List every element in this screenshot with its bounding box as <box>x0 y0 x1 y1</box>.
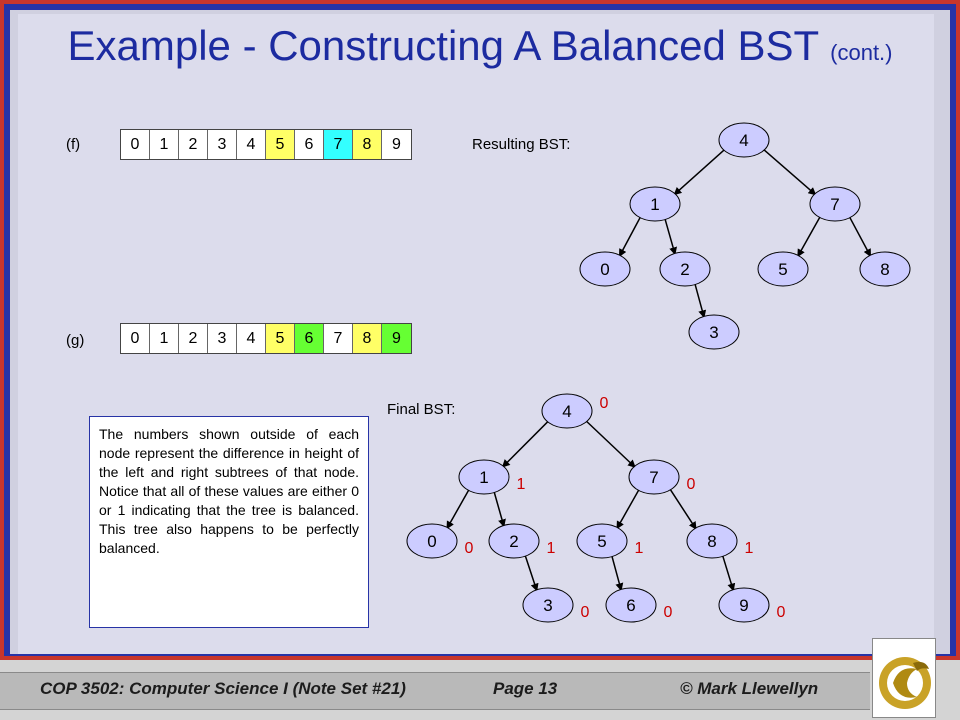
tree2-node: 6 <box>605 587 657 623</box>
tree1-node: 3 <box>688 314 740 350</box>
tree1-node-label: 0 <box>600 260 609 279</box>
pegasus-logo-icon <box>879 657 931 709</box>
tree2-node-label: 1 <box>479 468 488 487</box>
tree1-node: 1 <box>629 186 681 222</box>
tree1-node-label: 7 <box>830 195 839 214</box>
array-f-cell: 5 <box>266 130 295 159</box>
array-f: 0 1 2 3 4 5 6 7 8 9 <box>120 129 412 160</box>
array-f-cell: 7 <box>324 130 353 159</box>
tree2-node: 3 <box>522 587 574 623</box>
tree1-edge <box>664 218 677 256</box>
array-g-cell: 8 <box>353 324 382 353</box>
footer-bar <box>0 672 870 710</box>
tree2-node: 0 <box>406 523 458 559</box>
tree2-edge <box>524 555 539 592</box>
tree2-node: 1 <box>458 459 510 495</box>
tree2-node: 9 <box>718 587 770 623</box>
title-main: Example - Constructing A Balanced BST <box>67 22 819 69</box>
array-g-cell: 5 <box>266 324 295 353</box>
tree1-edge <box>762 148 817 196</box>
array-g-label: (g) <box>66 332 85 349</box>
tree2-node: 7 <box>628 459 680 495</box>
array-g-cell: 0 <box>121 324 150 353</box>
array-f-cell: 6 <box>295 130 324 159</box>
tree1-node: 0 <box>579 251 631 287</box>
array-g-cell: 3 <box>208 324 237 353</box>
array-g-cell: 6 <box>295 324 324 353</box>
balance-factor-label: 0 <box>664 604 673 621</box>
array-f-cell: 2 <box>179 130 208 159</box>
footer-page: Page 13 <box>493 679 558 698</box>
resulting-bst-caption: Resulting BST: <box>472 136 571 153</box>
tree2-edge <box>721 555 736 592</box>
array-f-cell: 1 <box>150 130 179 159</box>
tree1-node-label: 2 <box>680 260 689 279</box>
balance-factor-label: 1 <box>547 540 556 557</box>
explanation-note: The numbers shown outside of each node r… <box>89 416 369 628</box>
array-g-cell: 1 <box>150 324 179 353</box>
array-g-cell: 7 <box>324 324 353 353</box>
balance-factor-label: 0 <box>687 476 696 493</box>
tree1-node-label: 4 <box>739 131 748 150</box>
tree2-node: 4 <box>541 393 593 429</box>
tree2-edge <box>446 489 470 530</box>
tree1-node-label: 1 <box>650 195 659 214</box>
tree1-edge <box>797 216 821 258</box>
tree2-edge <box>616 489 640 530</box>
array-f-cell: 8 <box>353 130 382 159</box>
tree2-node-label: 7 <box>649 468 658 487</box>
array-f-label: (f) <box>66 136 81 153</box>
tree2-node-label: 6 <box>626 596 635 615</box>
array-f-cell: 4 <box>237 130 266 159</box>
footer-author: © Mark Llewellyn <box>680 679 819 698</box>
tree2-edge <box>493 491 506 528</box>
tree2-node: 2 <box>488 523 540 559</box>
tree2-edge <box>501 420 549 468</box>
tree1-node-label: 3 <box>709 323 718 342</box>
array-g-cell: 4 <box>237 324 266 353</box>
tree1-node: 4 <box>718 122 770 158</box>
array-f-cell: 3 <box>208 130 237 159</box>
tree2-node-label: 5 <box>597 532 606 551</box>
tree1-node: 8 <box>859 251 911 287</box>
balance-factor-label: 1 <box>635 540 644 557</box>
final-bst-caption: Final BST: <box>387 401 456 418</box>
tree2-node-label: 2 <box>509 532 518 551</box>
tree2-edge <box>611 555 624 592</box>
array-f-cell: 9 <box>382 130 411 159</box>
balance-factor-label: 1 <box>517 476 526 493</box>
tree1-node: 2 <box>659 251 711 287</box>
tree2-node-label: 3 <box>543 596 552 615</box>
balance-factor-label: 0 <box>465 540 474 557</box>
tree2-node-label: 8 <box>707 532 716 551</box>
footer-course: COP 3502: Computer Science I (Note Set #… <box>40 679 406 698</box>
tree1-edge <box>673 148 726 196</box>
balance-factor-label: 1 <box>745 540 754 557</box>
array-g: 0 1 2 3 4 5 6 7 8 9 <box>120 323 412 354</box>
tree1-node-label: 5 <box>778 260 787 279</box>
tree1-node-label: 8 <box>880 260 889 279</box>
tree2-edge <box>585 420 636 468</box>
tree1-edge <box>848 216 872 258</box>
tree2-node: 5 <box>576 523 628 559</box>
tree2-node: 8 <box>686 523 738 559</box>
tree1-node: 5 <box>757 251 809 287</box>
title-suffix: (cont.) <box>830 40 893 65</box>
tree2-node-label: 0 <box>427 532 436 551</box>
balance-factor-label: 0 <box>600 395 609 412</box>
tree2-node-label: 9 <box>739 596 748 615</box>
array-f-cell: 0 <box>121 130 150 159</box>
tree1-edge <box>618 216 642 258</box>
tree1-edge <box>694 283 707 319</box>
tree1-node: 7 <box>809 186 861 222</box>
balance-factor-label: 0 <box>581 604 590 621</box>
balance-factor-label: 0 <box>777 604 786 621</box>
array-g-cell: 9 <box>382 324 411 353</box>
tree2-node-label: 4 <box>562 402 571 421</box>
ucf-logo <box>872 638 936 718</box>
array-g-cell: 2 <box>179 324 208 353</box>
slide-title: Example - Constructing A Balanced BST (c… <box>0 18 960 81</box>
tree2-edge <box>669 488 697 530</box>
